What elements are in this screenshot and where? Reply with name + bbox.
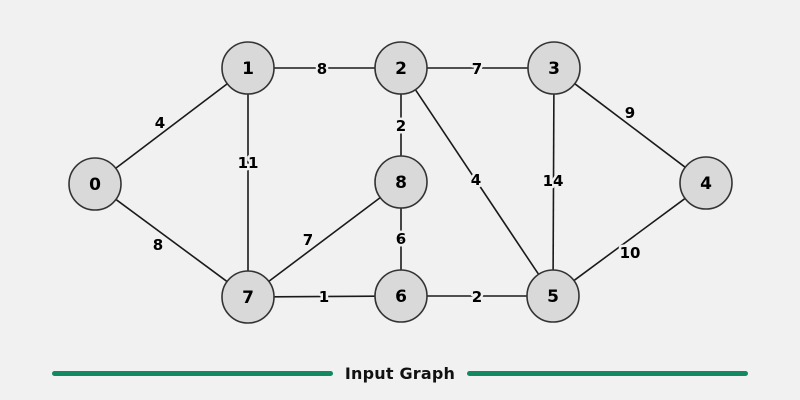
graph-node-4[interactable]: 4 — [679, 156, 733, 210]
graph-node-3[interactable]: 3 — [527, 41, 581, 95]
edge-weight-1-2: 8 — [317, 60, 327, 78]
node-label-3: 3 — [548, 59, 560, 79]
graph-edge-3-5 — [552, 93, 555, 271]
graph-node-1[interactable]: 1 — [221, 41, 275, 95]
edge-weight-7-8: 7 — [303, 231, 313, 249]
edge-weight-2-8: 2 — [396, 117, 406, 135]
caption-bar: Input Graph — [0, 360, 800, 386]
node-label-4: 4 — [700, 174, 712, 194]
node-circle-4[interactable] — [679, 156, 733, 210]
node-circle-5[interactable] — [526, 269, 580, 323]
edge-weight-4-5: 10 — [620, 244, 641, 262]
graph-edge-0-1 — [115, 83, 228, 169]
graph-node-8[interactable]: 8 — [374, 155, 428, 209]
node-label-0: 0 — [89, 175, 101, 195]
graph-node-0[interactable]: 0 — [68, 157, 122, 211]
edge-weight-3-4: 9 — [625, 104, 635, 122]
edge-weight-5-6: 2 — [472, 288, 482, 306]
graph-edge-2-5 — [414, 89, 540, 275]
edges-layer — [115, 67, 686, 298]
graph-edge-6-7 — [273, 295, 376, 298]
node-circle-0[interactable] — [68, 157, 122, 211]
edge-weight-3-5: 14 — [543, 172, 564, 190]
node-circle-7[interactable] — [221, 270, 275, 324]
edge-weight-6-7: 1 — [319, 288, 329, 306]
caption-label: Input Graph — [344, 363, 456, 383]
node-label-8: 8 — [395, 173, 407, 193]
graph-node-5[interactable]: 5 — [526, 269, 580, 323]
graph-edge-4-5 — [573, 197, 686, 282]
node-label-5: 5 — [547, 287, 559, 307]
graph-edge-7-8 — [268, 196, 381, 283]
edge-weight-2-3: 7 — [472, 60, 482, 78]
node-label-7: 7 — [242, 288, 254, 308]
graph-node-2[interactable]: 2 — [374, 41, 428, 95]
graph-edge-3-4 — [574, 83, 686, 168]
node-circle-6[interactable] — [374, 269, 428, 323]
node-label-6: 6 — [395, 287, 407, 307]
graph-node-7[interactable]: 7 — [221, 270, 275, 324]
node-label-2: 2 — [395, 59, 407, 79]
node-circle-3[interactable] — [527, 41, 581, 95]
node-circle-8[interactable] — [374, 155, 428, 209]
edge-weight-8-6: 6 — [396, 230, 406, 248]
edge-weight-0-1: 4 — [155, 114, 165, 132]
graph-node-6[interactable]: 6 — [374, 269, 428, 323]
edge-weight-2-5: 4 — [471, 171, 481, 189]
node-circle-1[interactable] — [221, 41, 275, 95]
caption-rule-right — [467, 370, 748, 376]
caption-rule-left — [52, 370, 333, 376]
node-label-1: 1 — [242, 59, 254, 79]
nodes-layer: 0 1 2 3 4 5 6 7 8 — [68, 41, 733, 324]
edge-weights-layer: 4 8 8 11 7 2 4 9 14 10 2 1 7 6 — [150, 58, 643, 309]
node-circle-2[interactable] — [374, 41, 428, 95]
edge-weight-1-7: 11 — [238, 154, 259, 172]
graph-edge-0-7 — [115, 198, 228, 283]
edge-weight-0-7: 8 — [153, 236, 163, 254]
